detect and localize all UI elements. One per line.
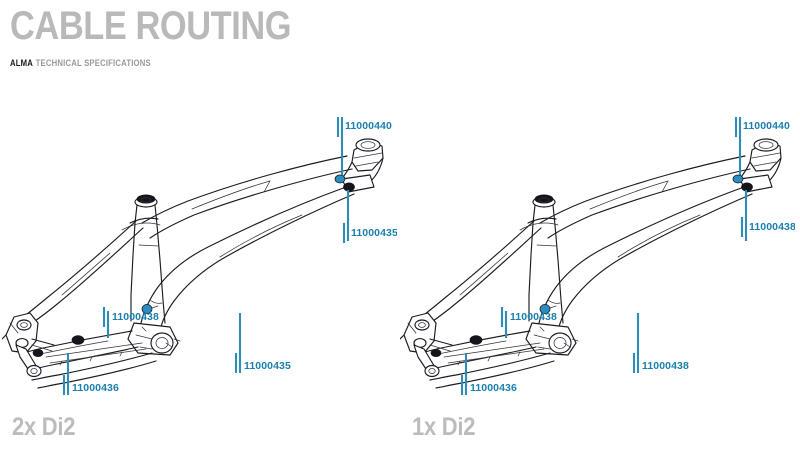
callout-label: 11000436	[72, 382, 119, 394]
callout-head-tube-upper[interactable]: 11000440	[734, 117, 790, 175]
callout-dropout-rear[interactable]: 11000436	[62, 353, 119, 395]
caption-2x: 2x Di2	[12, 413, 76, 441]
frame-linework	[400, 138, 782, 389]
page-title: CABLE ROUTING	[10, 4, 292, 48]
callout-label: 11000438	[510, 311, 557, 323]
callout-label: 11000440	[345, 120, 392, 132]
callout-seatstay-lower[interactable]: 11000435	[234, 313, 291, 373]
cable-ports	[430, 174, 753, 357]
callout-chainstay-mid[interactable]: 11000438	[500, 307, 557, 338]
callout-label: 11000440	[743, 120, 790, 132]
callout-label: 11000438	[642, 360, 689, 372]
callout-dropout-rear[interactable]: 11000436	[460, 353, 517, 395]
callout-label: 11000435	[244, 360, 291, 372]
diagram-panel-2x: 11000440 11000435 11000438 11000436 1100…	[2, 95, 397, 405]
diagram-panel-1x: 11000440 11000438 11000438 11000436 1100…	[400, 95, 795, 405]
cable-ports	[32, 174, 355, 357]
callout-head-tube-upper[interactable]: 11000440	[336, 117, 392, 175]
callout-label: 11000435	[351, 227, 397, 239]
callout-label: 11000438	[749, 221, 795, 233]
frame-linework	[2, 138, 384, 389]
callout-label: 11000436	[470, 382, 517, 394]
caption-1x: 1x Di2	[412, 413, 476, 441]
callout-head-tube-lower[interactable]: 11000435	[342, 190, 397, 243]
callout-head-tube-lower[interactable]: 11000438	[740, 190, 795, 241]
bike-frame-diagram-2x: 11000440 11000435 11000438 11000436 1100…	[2, 117, 397, 395]
callout-label: 11000438	[112, 311, 159, 323]
callout-seatstay-lower[interactable]: 11000438	[632, 313, 689, 373]
bike-frame-diagram-1x: 11000440 11000438 11000438 11000436 1100…	[400, 117, 795, 395]
brand-label: ALMA	[10, 58, 34, 68]
callout-chainstay-mid[interactable]: 11000438	[102, 307, 159, 338]
subtitle-label: TECHNICAL SPECIFICATIONS	[35, 58, 151, 68]
